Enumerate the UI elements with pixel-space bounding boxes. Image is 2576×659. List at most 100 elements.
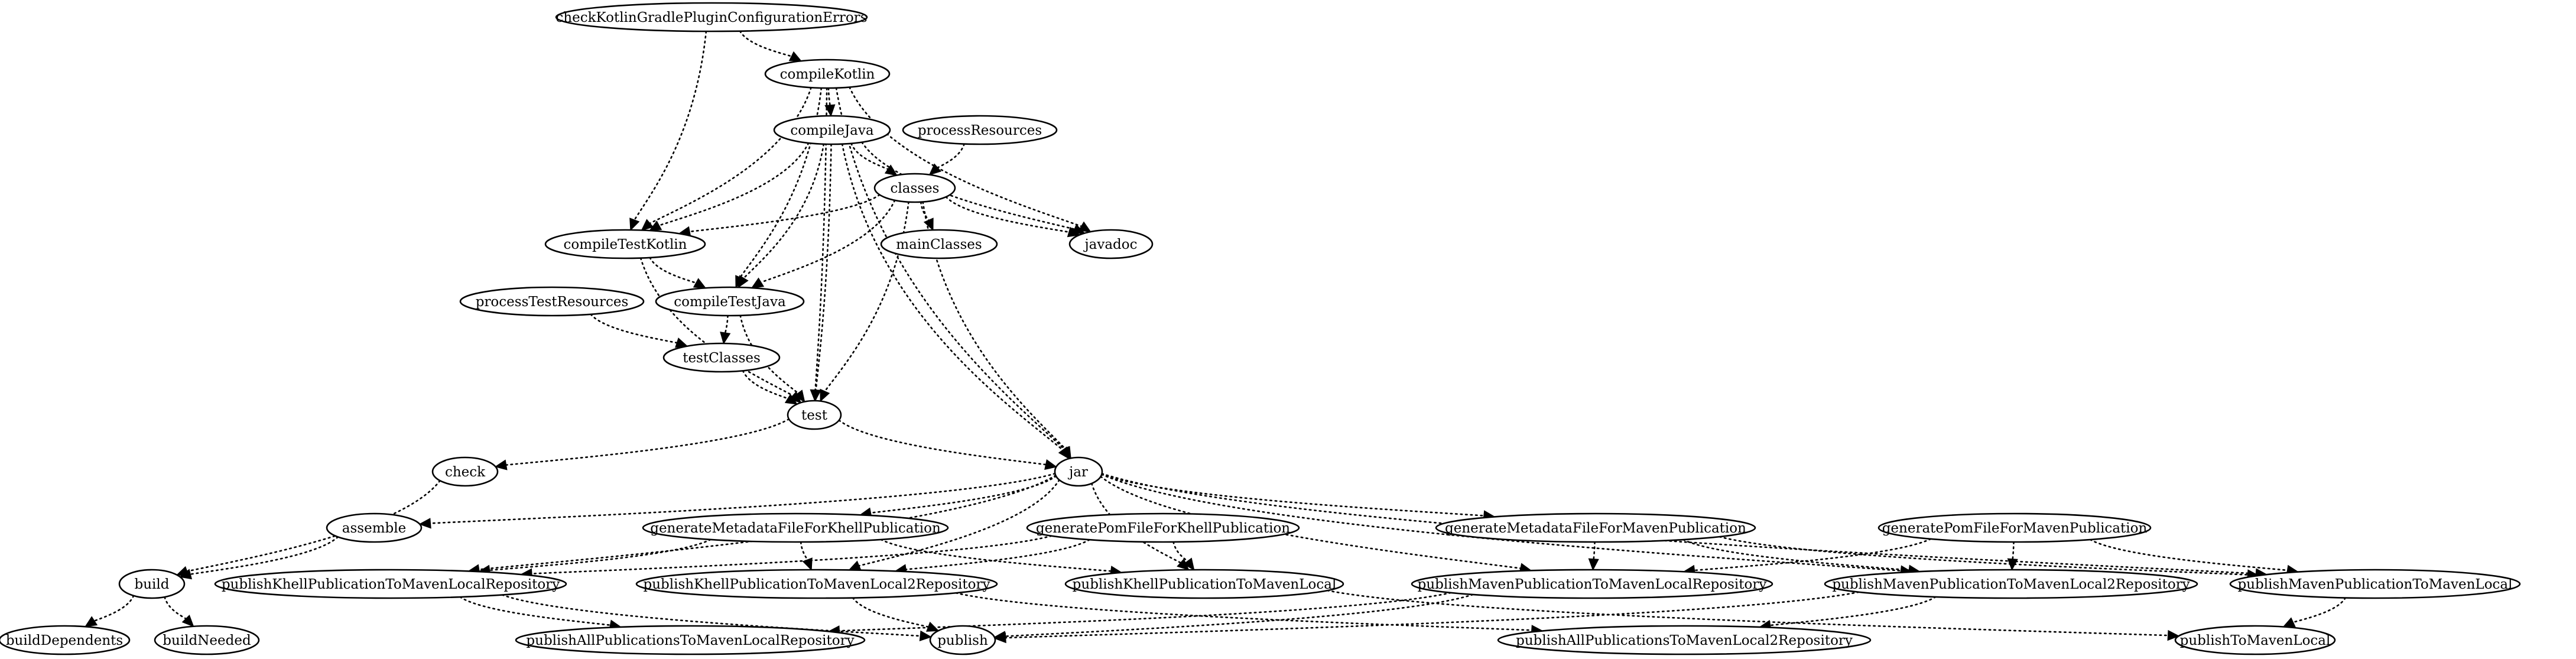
node-label: publishMavenPublicationToMavenLocal <box>2238 577 2513 592</box>
arrowhead-icon <box>629 217 640 231</box>
node-shape <box>1068 229 1154 259</box>
edge-compile-test-java-to-test-classes <box>720 314 731 345</box>
edge-line <box>858 479 1060 567</box>
node-publish-khell-publication-to-maven-local2-repository: publishKhellPublicationToMavenLocal2Repo… <box>635 569 998 599</box>
edge-line <box>478 475 1057 570</box>
node-label: buildDependents <box>6 633 123 648</box>
edge-line <box>739 30 792 57</box>
edge-publish-maven-publication-to-maven-local2-repository-to-publish <box>993 591 1860 644</box>
arrowhead-icon <box>738 275 749 288</box>
arrowhead-icon <box>2167 629 2180 641</box>
node-label: publishAllPublicationsToMavenLocalReposi… <box>526 633 854 648</box>
edge-line <box>814 87 828 391</box>
edge-line <box>649 257 697 284</box>
edge-line <box>1172 541 1188 562</box>
edge-line <box>905 538 1090 570</box>
node-shape <box>1054 456 1103 487</box>
arrowhead-icon <box>1183 557 1195 571</box>
node-label: jar <box>1067 465 1088 480</box>
edge-publish-khell-publication-to-maven-local-repository-to-publish <box>501 594 933 641</box>
node-main-classes: mainClasses <box>880 229 998 259</box>
node-compile-test-kotlin: compileTestKotlin <box>544 229 706 259</box>
node-shape <box>515 625 866 655</box>
node-shape <box>642 512 949 543</box>
node-shape <box>1877 512 2152 543</box>
arrowhead-icon <box>1060 446 1071 459</box>
node-shape <box>1064 569 1344 599</box>
nodes-layer: checkKotlinGradlePluginConfigurationErro… <box>0 2 2521 655</box>
edge-process-test-resources-to-test-classes <box>590 313 688 348</box>
edge-compile-kotlin-to-javadoc <box>849 86 1092 233</box>
edge-compile-kotlin-to-compile-java <box>824 87 836 117</box>
edge-line <box>1326 589 2169 637</box>
node-label: assemble <box>342 521 406 536</box>
node-shape <box>459 286 645 317</box>
arrowhead-icon <box>648 220 662 232</box>
edge-line <box>430 472 1056 524</box>
edge-publish-maven-publication-to-maven-local-repository-to-publish-all-publications-to-maven-local-repository <box>827 592 1452 637</box>
edge-generate-metadata-file-for-khell-publication-to-publish-khell-publication-to-maven-local2-repository <box>800 541 813 571</box>
edge-test-to-jar <box>838 419 1058 470</box>
node-label: publishKhellPublicationToMavenLocal2Repo… <box>643 577 990 592</box>
arrowhead-icon <box>1067 226 1081 238</box>
edge-generate-pom-file-for-maven-publication-to-publish-maven-publication-to-maven-local2-repository <box>2007 541 2018 571</box>
node-shape <box>873 173 956 203</box>
edge-line <box>658 142 810 226</box>
node-label: publishAllPublicationsToMavenLocal2Repos… <box>1516 633 1853 648</box>
arrowhead-icon <box>848 560 862 571</box>
edge-line <box>815 143 832 391</box>
edge-line <box>459 596 612 626</box>
edge-publish-maven-publication-to-maven-local-to-publish-to-maven-local <box>2282 597 2347 628</box>
node-shape <box>902 115 1058 145</box>
edge-line <box>1593 541 1596 560</box>
edge-build-to-build-dependents <box>84 595 135 628</box>
edge-generate-pom-file-for-khell-publication-to-publish-khell-publication-to-maven-local <box>1172 541 1195 571</box>
edge-compile-java-to-test <box>810 143 832 402</box>
node-shape <box>655 286 805 317</box>
node-publish-maven-publication-to-maven-local: publishMavenPublicationToMavenLocal <box>2229 569 2521 599</box>
edge-classes-to-main-classes <box>920 201 934 231</box>
node-label: publishMavenPublicationToMavenLocal2Repo… <box>1832 577 2190 592</box>
node-shape <box>1411 569 1773 599</box>
edge-classes-to-javadoc <box>945 196 1081 238</box>
node-label: classes <box>891 181 940 196</box>
node-shape <box>214 569 567 599</box>
edge-line <box>800 541 808 561</box>
node-publish-maven-publication-to-maven-local-repository: publishMavenPublicationToMavenLocalRepos… <box>1411 569 1773 599</box>
arrowhead-icon <box>720 332 731 345</box>
node-shape <box>154 625 260 655</box>
edge-check-kotlin-gradle-plugin-configuration-errors-to-compile-kotlin <box>739 30 803 62</box>
node-shape <box>1824 569 2198 599</box>
node-shape <box>0 625 131 655</box>
edge-compile-java-to-classes <box>850 142 898 176</box>
node-shape <box>2174 625 2336 655</box>
edge-line <box>824 201 909 392</box>
arrowhead-icon <box>810 389 821 402</box>
edge-compile-test-java-to-test <box>739 314 805 403</box>
edge-line <box>849 86 1083 228</box>
edge-publish-khell-publication-to-maven-local2-repository-to-publish <box>852 597 940 632</box>
node-label: test <box>801 408 828 423</box>
edge-line <box>1005 591 1860 639</box>
node-classes: classes <box>873 173 956 203</box>
edge-line <box>1769 596 1937 626</box>
edge-publish-maven-publication-to-maven-local-repository-to-publish <box>993 593 1474 642</box>
node-label: compileKotlin <box>780 67 875 82</box>
edge-jar-to-assemble <box>418 472 1056 529</box>
node-shape <box>544 229 706 259</box>
node-label: generateMetadataFileForKhellPublication <box>650 521 941 536</box>
edges-layer <box>84 30 2347 644</box>
arrowhead-icon <box>494 459 508 470</box>
node-shape <box>431 456 499 487</box>
node-label: buildNeeded <box>163 633 251 648</box>
edge-line <box>93 595 135 622</box>
arrowhead-icon <box>1044 459 1058 470</box>
node-test: test <box>787 400 842 430</box>
edge-line <box>760 199 896 283</box>
edge-line <box>850 142 889 170</box>
edge-line <box>920 201 930 221</box>
node-compile-java: compileJava <box>773 115 891 145</box>
edge-line <box>2012 541 2015 560</box>
node-publish-to-maven-local: publishToMavenLocal <box>2174 625 2336 655</box>
